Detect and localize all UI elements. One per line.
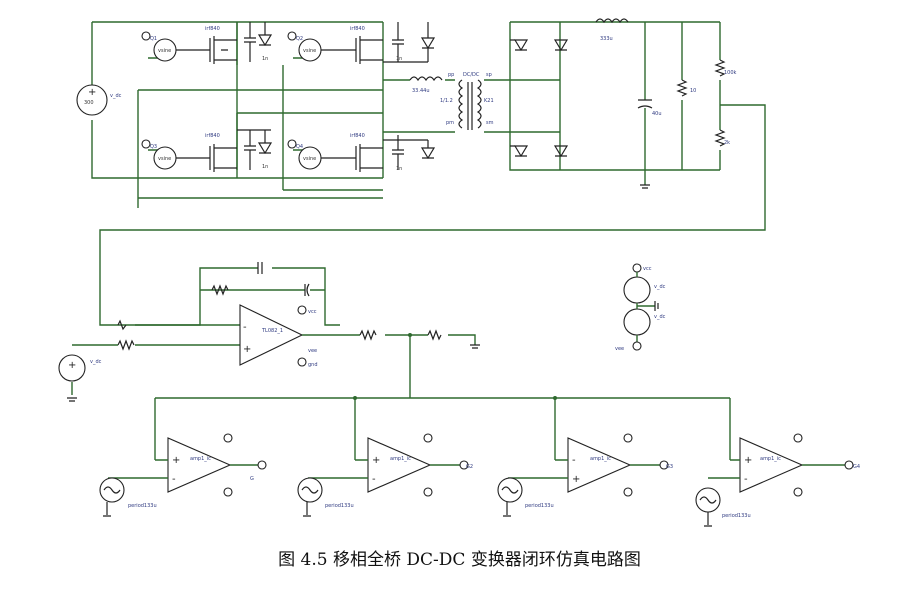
load-resistor-value: 10 <box>690 88 696 94</box>
svg-text:+: + <box>172 455 180 466</box>
transformer-label: DC/DC <box>463 72 480 78</box>
gate-driver-label: vsine <box>158 48 171 54</box>
supply-pos-top: vcc <box>643 266 652 272</box>
output-filter: 333u 40u 10 100k 2k <box>99 18 766 326</box>
svg-text:+: + <box>744 455 752 466</box>
comparator-1-model: amp1_ic <box>190 456 211 462</box>
pin-sp: sp <box>486 72 492 78</box>
controller-vcc: vcc <box>308 309 317 315</box>
comparator-3: - + amp1_ic period133u G3 <box>497 433 673 517</box>
svg-text:-: - <box>572 455 576 466</box>
comparator-1: + - amp1_ic period133u G <box>99 433 267 517</box>
gate-label-q4: Q4 <box>296 144 303 150</box>
gate-driver-label-3: vsine <box>158 156 171 162</box>
gate-label-q1: Q1 <box>150 36 157 42</box>
supply-sources: vcc v_dc v_dc vee <box>615 263 666 352</box>
pin-sm: sm <box>486 120 494 126</box>
transformer: DC/DC pp sp pm sm 1/1.2 K21 <box>440 72 510 133</box>
svg-text:+: + <box>372 455 380 466</box>
leak-inductor-value: 33.44u <box>412 88 429 94</box>
comparator-2-source: period133u <box>325 503 354 509</box>
pin-pp: pp <box>448 72 454 78</box>
comparator-1-source: period133u <box>128 503 157 509</box>
controller-gnd: gnd <box>308 362 318 368</box>
comparator-3-out: G3 <box>666 464 673 470</box>
mosfet-model-q4: irf840 <box>350 133 365 139</box>
comparator-4: + - amp1_ic period133u G4 <box>695 433 860 527</box>
comparator-4-out: G4 <box>853 464 860 470</box>
leak-inductor: 33.44u <box>409 76 443 94</box>
mosfet-model-q1: irf840 <box>205 26 220 32</box>
gate-label-q2: Q2 <box>296 36 303 42</box>
divider-top-value: 100k <box>724 70 737 76</box>
snubber-cap-q4: 1n <box>396 166 402 172</box>
snubber-cap-q3: 1n <box>262 164 268 170</box>
snubber-cap-q2: 1n <box>396 56 402 62</box>
comparator-2-model: amp1_ic <box>390 456 411 462</box>
input-source-name: v_dc <box>110 93 122 99</box>
comparator-bus <box>154 333 731 460</box>
comparator-2-out: G2 <box>466 464 473 470</box>
transformer-coupling: K21 <box>484 98 494 104</box>
svg-text:+: + <box>572 474 580 485</box>
figure-caption: 图 4.5 移相全桥 DC-DC 变换器闭环仿真电路图 <box>278 550 641 570</box>
mosfet-model-q3: irf840 <box>205 133 220 139</box>
divider-bottom-value: 2k <box>724 140 730 146</box>
gate-driver-label-2: vsine <box>303 48 316 54</box>
controller-opamp: TL082_1 <box>261 328 283 334</box>
comparator-4-source: period133u <box>722 513 751 519</box>
input-dc-source: + 300 v_dc <box>76 84 122 116</box>
pi-controller: - + TL082_1 vcc vee gnd + v_dc <box>58 262 480 402</box>
mosfet-q2: vsine Q2 irf840 1n <box>287 22 436 64</box>
svg-text:+: + <box>88 87 96 98</box>
comparator-3-source: period133u <box>525 503 554 509</box>
gate-label-q3: Q3 <box>150 144 157 150</box>
power-stage-wiring <box>91 21 455 208</box>
output-inductor-value: 333u <box>600 36 613 42</box>
mosfet-model-q2: irf840 <box>350 26 365 32</box>
rectifier-bridge <box>509 21 720 171</box>
output-capacitor-value: 40u <box>652 111 662 117</box>
mosfet-q1: vsine Q1 irf840 1n <box>141 22 273 64</box>
comparator-4-model: amp1_ic <box>760 456 781 462</box>
svg-text:-: - <box>172 474 176 485</box>
svg-text:+: + <box>243 344 251 355</box>
supply-v2-name: v_dc <box>654 314 666 320</box>
svg-text:-: - <box>243 322 247 333</box>
comparator-2: + - amp1_ic period133u G2 <box>297 433 473 517</box>
gate-driver-label-4: vsine <box>303 156 316 162</box>
input-source-value: 300 <box>84 100 94 106</box>
reference-source: v_dc <box>90 359 102 365</box>
controller-vee: vee <box>308 348 317 354</box>
transformer-ratio: 1/1.2 <box>440 98 453 104</box>
snubber-cap-q1: 1n <box>262 56 268 62</box>
mosfet-q3: vsine Q3 irf840 1n <box>141 129 273 172</box>
svg-text:-: - <box>372 474 376 485</box>
comparator-1-out: G <box>250 476 254 482</box>
svg-text:+: + <box>68 360 76 371</box>
supply-v1-name: v_dc <box>654 284 666 290</box>
svg-text:-: - <box>744 474 748 485</box>
pin-pm: pm <box>446 120 454 126</box>
supply-neg-bottom: vee <box>615 346 624 352</box>
comparator-3-model: amp1_ic <box>590 456 611 462</box>
mosfet-q4: vsine Q4 irf840 1n <box>287 133 436 172</box>
circuit-schematic: + 300 v_dc vsine Q1 irf840 1n vsine Q2 i… <box>58 18 860 527</box>
